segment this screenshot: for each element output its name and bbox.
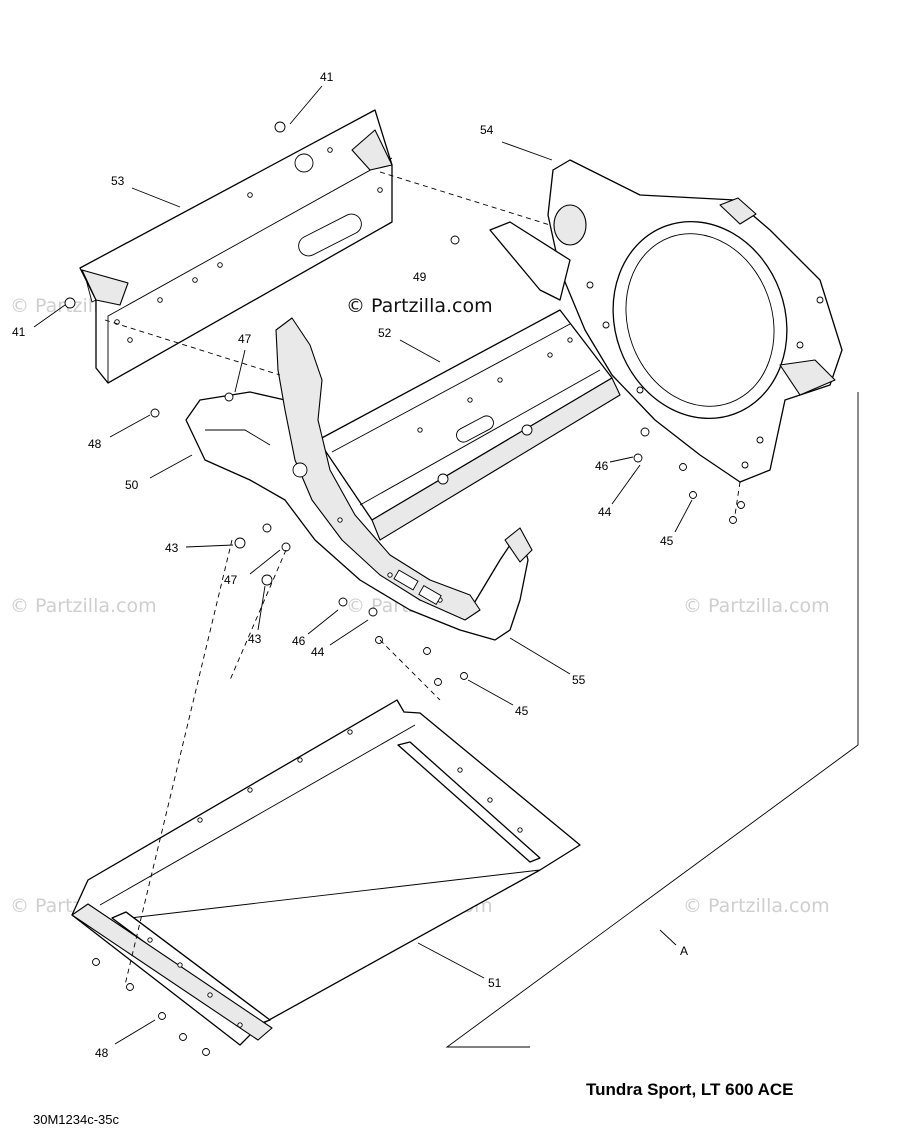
watermark-text: © Partzilla.com (683, 895, 830, 917)
callout-48: 48 (88, 437, 102, 451)
callout-43: 43 (248, 632, 262, 646)
callout-52: 52 (378, 326, 392, 340)
alignment-lines (104, 171, 741, 986)
callout-45: 45 (660, 534, 674, 548)
part-53-plate (79, 109, 393, 384)
bracket-a-line (445, 392, 859, 1048)
callout-46: 46 (292, 634, 306, 648)
callout-51: 51 (488, 976, 502, 990)
callout-44: 44 (311, 645, 325, 659)
watermark-text: © Partzilla.com (683, 595, 830, 617)
watermark-text: © Partzilla.com (346, 295, 493, 317)
callout-44: 44 (598, 505, 612, 519)
callout-41: 41 (12, 325, 26, 339)
callout-a: A (680, 944, 688, 958)
callout-45: 45 (515, 704, 529, 718)
callout-43: 43 (165, 541, 179, 555)
part-50-55-lower-frame (185, 317, 533, 641)
callout-53: 53 (111, 174, 125, 188)
callout-47: 47 (224, 573, 238, 587)
leader-lines (33, 85, 693, 1045)
callout-41: 41 (320, 70, 334, 84)
watermark-text: © Partzilla.com (10, 595, 157, 617)
part-51-skid-plate (71, 699, 581, 1046)
callout-50: 50 (125, 478, 139, 492)
callout-labels: 41 41 53 54 49 52 47 48 50 46 44 45 43 4… (12, 70, 688, 1060)
part-52-cross-member (317, 309, 621, 541)
callout-48: 48 (95, 1046, 109, 1060)
callout-55: 55 (572, 673, 586, 687)
fasteners (64, 121, 745, 1056)
callout-46: 46 (595, 459, 609, 473)
callout-49: 49 (413, 270, 427, 284)
diagram-reference-code: 30M1234c-35c (33, 1112, 119, 1127)
part-54-front-frame (489, 159, 843, 483)
callout-47: 47 (238, 332, 252, 346)
callout-54: 54 (480, 123, 494, 137)
model-title: Tundra Sport, LT 600 ACE (586, 1080, 794, 1099)
